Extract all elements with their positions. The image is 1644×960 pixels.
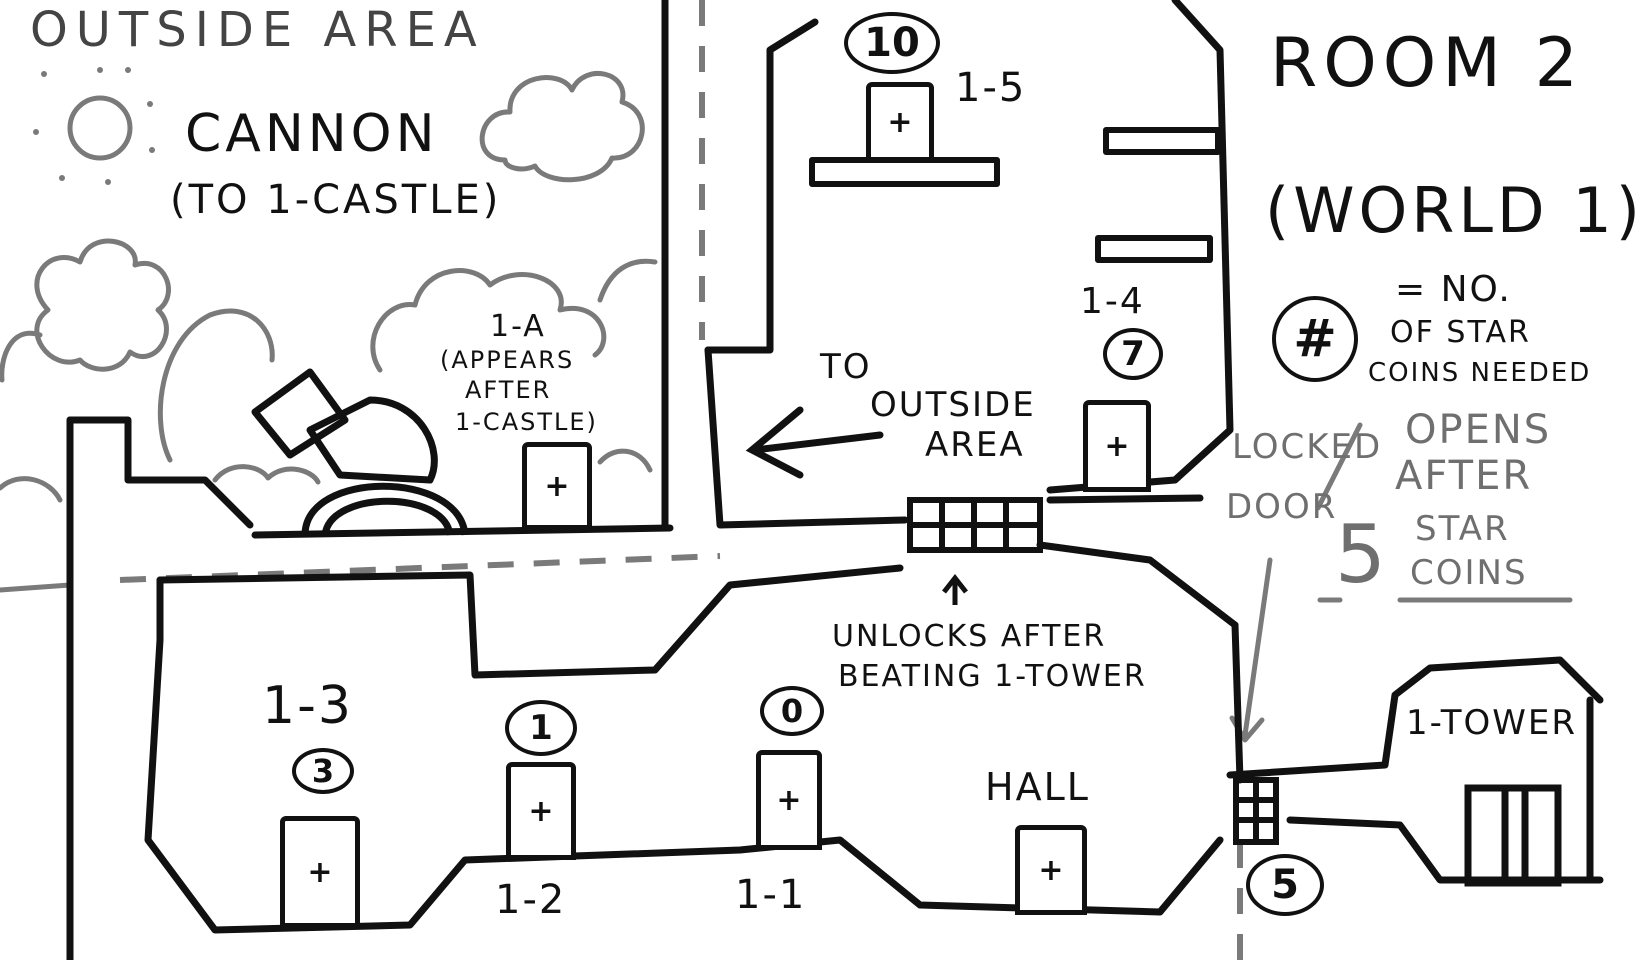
lower-room-floor — [144, 576, 1224, 934]
lower-room-right-wall — [1231, 621, 1244, 784]
locked-label: LOCKED — [1232, 427, 1383, 467]
outside-scenery — [0, 67, 1573, 743]
coins-required-tower-gate: 5 — [1246, 854, 1324, 916]
cloud-icon — [479, 71, 645, 183]
level-1-3-label: 1-3 — [262, 676, 353, 736]
coins-required-1-3: 3 — [292, 748, 354, 794]
slash-mark — [1315, 422, 1363, 511]
level-1-2-label: 1-2 — [495, 877, 567, 923]
legend-symbol: # — [1272, 296, 1358, 382]
platform-upper — [1103, 127, 1221, 155]
level-1a-label: 1-A — [490, 309, 546, 344]
door-1-4[interactable]: + — [1083, 400, 1151, 492]
level-1-4-label: 1-4 — [1080, 281, 1145, 322]
level-1a-note-3: 1-CASTLE) — [455, 408, 598, 436]
legend-text-3: COINS NEEDED — [1368, 358, 1592, 388]
coins-label: COINS — [1410, 553, 1528, 593]
cannon-muzzle — [251, 368, 349, 459]
lower-room-right-ceiling — [1036, 541, 1239, 629]
coins-required-1-5: 10 — [844, 12, 940, 74]
upper-room-left-floor — [704, 346, 909, 529]
unlock-note-1: UNLOCKS AFTER — [832, 619, 1107, 654]
upper-room-right-floor — [1046, 494, 1204, 504]
to-outside-line-1: TO — [820, 347, 872, 387]
door-1-3[interactable]: + — [280, 816, 360, 928]
cannon-base-inner — [321, 497, 454, 536]
cannon-label: CANNON — [185, 104, 439, 164]
outside-area-title: OUTSIDE AREA — [30, 2, 485, 58]
platform-door-15 — [809, 157, 1000, 187]
door-label: DOOR — [1226, 487, 1338, 527]
cannon-base — [301, 482, 469, 536]
platform-lower — [1095, 235, 1213, 263]
room-subtitle: (WORLD 1) — [1265, 174, 1644, 247]
cannon-sublabel: (TO 1-CASTLE) — [170, 177, 502, 223]
bush-mid — [212, 464, 321, 485]
level-1-1-label: 1-1 — [735, 872, 807, 918]
tower-label: 1-TOWER — [1406, 703, 1578, 743]
to-outside-line-2: OUTSIDE — [870, 385, 1036, 425]
tree-icon-2 — [370, 268, 607, 373]
door-1-a[interactable]: + — [522, 442, 592, 530]
bush-right — [597, 448, 653, 473]
legend-text-1: = NO. — [1395, 269, 1512, 310]
bush-left — [0, 476, 63, 503]
level-1a-note-1: (APPEARS — [440, 346, 575, 374]
map-drawing — [0, 0, 1604, 960]
room-outline — [66, 0, 1604, 960]
unlock-note-2: BEATING 1-TOWER — [838, 659, 1147, 694]
coins-required-1-2: 1 — [505, 700, 577, 756]
level-1-5-label: 1-5 — [955, 65, 1027, 111]
ground-line — [0, 582, 73, 593]
cannon-barrel — [306, 396, 438, 484]
coins-required-1-4: 7 — [1103, 328, 1163, 380]
left-ledge — [66, 416, 254, 529]
room-title: ROOM 2 — [1270, 24, 1584, 103]
legend-text-2: OF STAR — [1390, 315, 1531, 350]
door-1-1[interactable]: + — [756, 750, 822, 850]
coin-count-label: 5 — [1335, 508, 1388, 601]
coins-required-1-1: 0 — [760, 686, 824, 736]
tower-door — [1464, 784, 1562, 887]
tree-icon — [34, 238, 171, 372]
locked-gate-center — [907, 497, 1043, 553]
upper-room-left-wall — [704, 18, 819, 354]
door-1-5[interactable]: + — [866, 82, 934, 162]
tower-roof — [1226, 656, 1604, 779]
bush-icon — [157, 308, 275, 463]
door-1-2[interactable]: + — [506, 762, 576, 860]
after-label: AFTER — [1395, 453, 1533, 499]
door-hall[interactable]: + — [1015, 825, 1087, 915]
sun-rays — [33, 67, 155, 185]
locked-gate-tower — [1233, 777, 1279, 845]
level-1a-note-2: AFTER — [465, 376, 552, 404]
sun-icon — [67, 95, 133, 161]
arrow-left-icon — [745, 406, 884, 479]
tree-edge-2 — [597, 258, 658, 303]
hall-label: HALL — [985, 765, 1090, 809]
unlock-pointer — [942, 573, 968, 605]
opens-label: OPENS — [1405, 407, 1552, 453]
to-outside-line-3: AREA — [925, 425, 1025, 465]
cannon-icon — [251, 368, 469, 536]
lower-room-ceiling — [156, 564, 904, 679]
star-label: STAR — [1415, 509, 1510, 549]
tower-floor — [1286, 816, 1604, 884]
tree-edge — [0, 330, 43, 383]
